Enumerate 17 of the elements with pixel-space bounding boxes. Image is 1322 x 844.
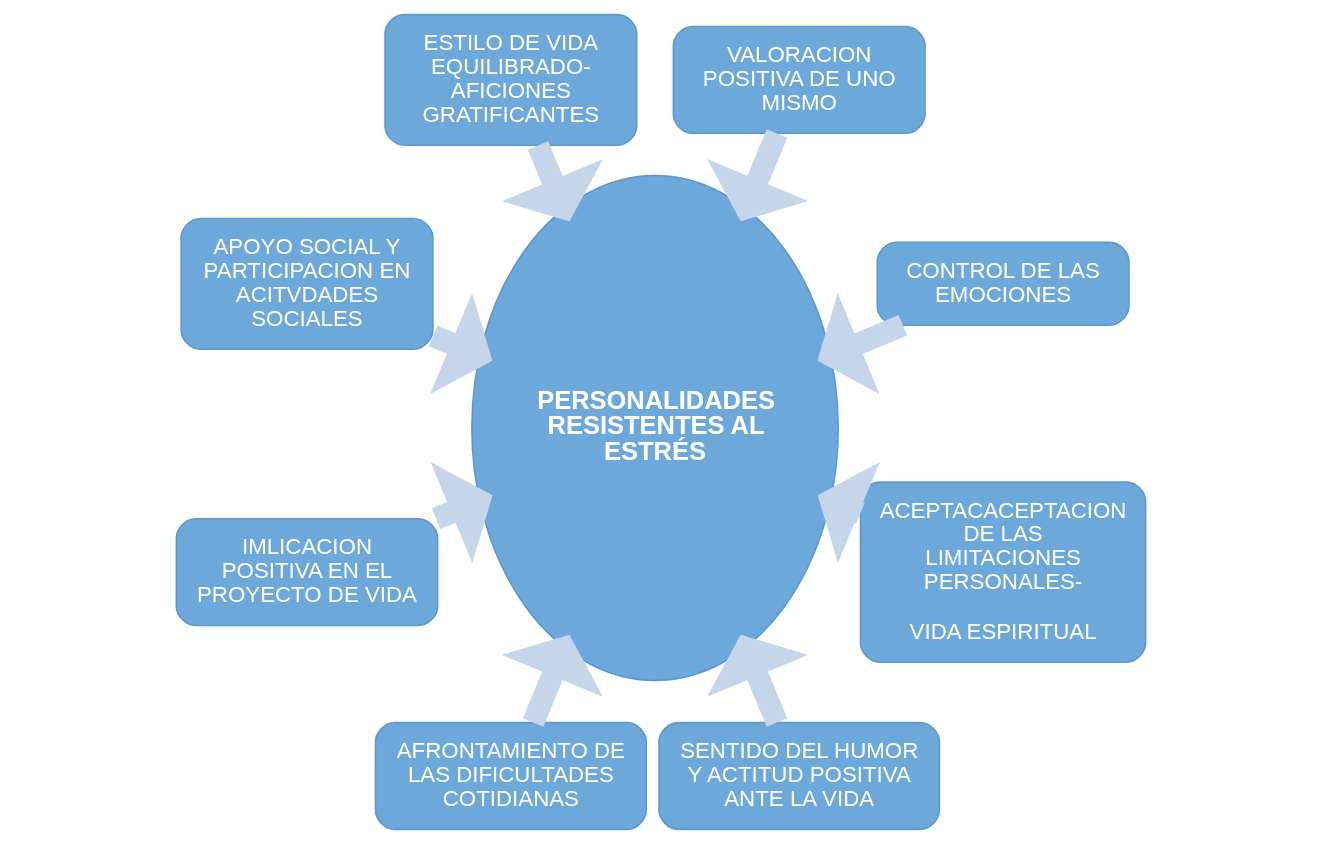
arrow	[817, 293, 908, 395]
arrow	[817, 461, 880, 563]
node-box: APOYO SOCIAL Y PARTICIPACION EN ACITVDADES SOCIALES	[180, 217, 434, 350]
arrow	[501, 634, 603, 727]
arrow	[501, 141, 603, 222]
arrow	[707, 129, 809, 222]
node-box: SENTIDO DEL HUMOR Y ACTITUD POSITIVA ANTE LA VIDA	[658, 721, 941, 831]
arrow	[430, 461, 493, 563]
node-box: AFRONTAMIENTO DE LAS DIFICULTADES COTIDIANAS	[374, 721, 648, 831]
node-box: ESTILO DE VIDA EQUILIBRADO-AFICIONES GRATIFICANTES	[384, 13, 638, 147]
node-box: ACEPTACACEPTACION DE LAS LIMITACIONES PERSONALES- VIDA ESPIRITUAL	[859, 481, 1147, 663]
arrow	[428, 293, 493, 395]
node-box: IMLICACION POSITIVA EN EL PROYECTO DE VIDA	[175, 518, 439, 627]
node-box: CONTROL DE LAS EMOCIONES	[876, 241, 1130, 326]
node-box: VALORACION POSITIVA DE UNO MISMO	[672, 25, 926, 135]
arrow	[707, 634, 809, 727]
node-ellipse: PERSONALIDADES RESISTENTES AL ESTRÉS	[471, 174, 839, 682]
